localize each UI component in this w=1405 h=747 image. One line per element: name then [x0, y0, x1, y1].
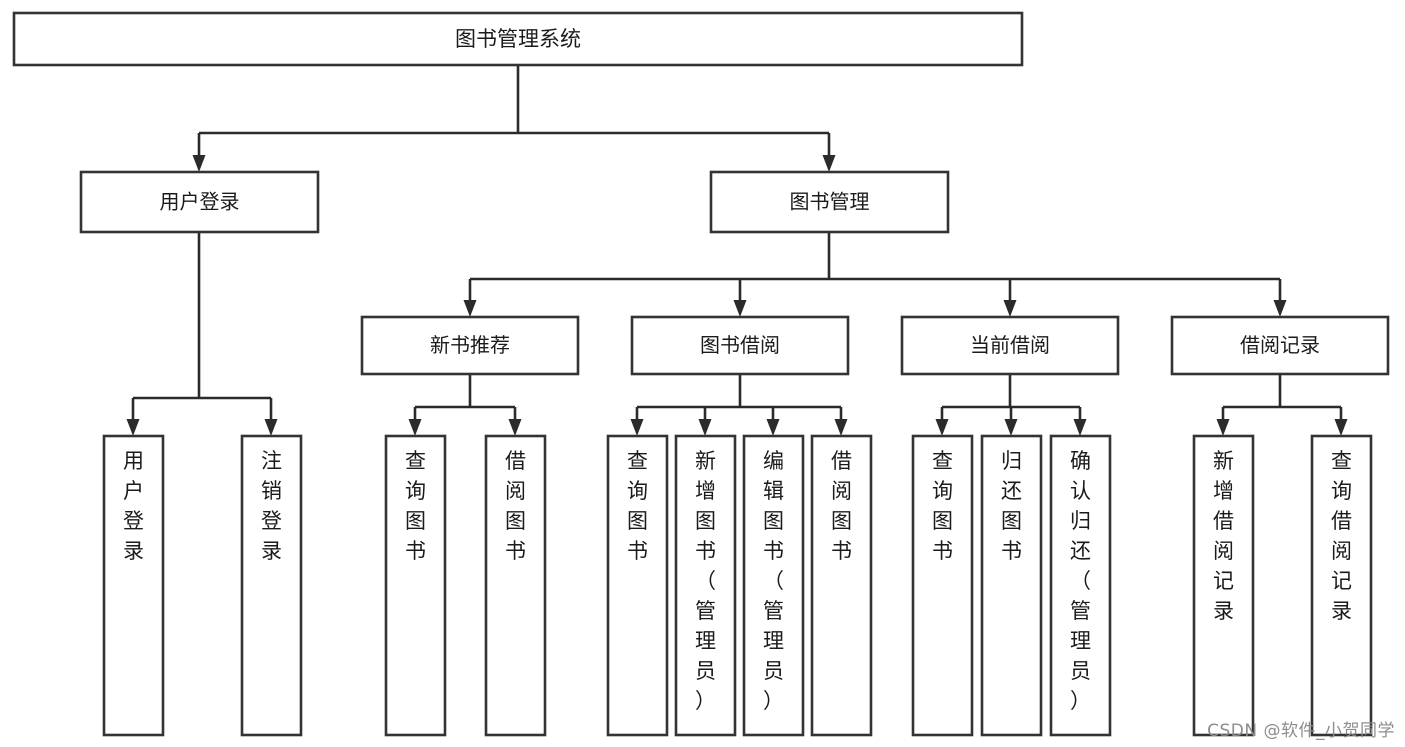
node-leaf-borrow-book-2-box: [810, 434, 873, 737]
node-leaf-query-record[interactable]: 查询借阅记录: [1310, 434, 1373, 737]
node-leaf-query-record-label: 查询借阅记录: [1331, 449, 1352, 623]
node-current-borrow-label: 当前借阅: [970, 333, 1050, 357]
node-leaf-edit-book[interactable]: 编辑图书（管理员）: [742, 434, 805, 737]
node-leaf-query-book-1[interactable]: 查询图书: [384, 434, 447, 737]
node-leaf-add-record-box: [1192, 434, 1255, 737]
node-leaf-user-login-box: [102, 434, 165, 737]
node-new-book-recommend-label: 新书推荐: [430, 333, 510, 357]
node-user-login-label: 用户登录: [160, 190, 240, 214]
node-leaf-user-login[interactable]: 用户登录: [102, 434, 165, 737]
node-current-borrow-box: [900, 315, 1120, 376]
node-leaf-add-record[interactable]: 新增借阅记录: [1192, 434, 1255, 737]
node-leaf-logout-box: [240, 434, 303, 737]
node-leaf-borrow-book-1[interactable]: 借阅图书: [484, 434, 547, 737]
node-leaf-edit-book-label: 编辑图书（管理员）: [763, 449, 784, 713]
node-book-management-label: 图书管理: [790, 190, 870, 214]
node-leaf-user-login-label: 用户登录: [123, 449, 144, 563]
node-book-management[interactable]: 图书管理: [709, 170, 950, 234]
node-current-borrow[interactable]: 当前借阅: [900, 315, 1120, 376]
connector-bookborrow-to-leaves: [630, 374, 848, 436]
node-leaf-query-book-2[interactable]: 查询图书: [606, 434, 669, 737]
node-leaf-confirm-return[interactable]: 确认归还（管理员）: [1049, 434, 1112, 737]
node-leaf-edit-book-box: [742, 434, 805, 737]
node-book-borrow-label: 图书借阅: [700, 333, 780, 357]
connector-currentborrow-to-leaves: [935, 374, 1087, 436]
node-leaf-return-book[interactable]: 归还图书: [980, 434, 1043, 737]
node-book-management-box: [709, 170, 950, 234]
node-leaf-query-record-box: [1310, 434, 1373, 737]
node-borrow-record-label: 借阅记录: [1240, 333, 1320, 357]
node-user-login-box: [79, 170, 320, 234]
node-leaf-query-book-3-box: [911, 434, 974, 737]
node-leaf-add-book-label: 新增图书（管理员）: [695, 449, 716, 713]
node-root-system-box: [12, 11, 1024, 67]
node-leaf-query-book-2-label: 查询图书: [627, 449, 648, 563]
node-root-system-label: 图书管理系统: [455, 27, 581, 51]
node-layer: 图书管理系统用户登录图书管理新书推荐图书借阅当前借阅借阅记录用户登录注销登录查询…: [12, 11, 1390, 737]
node-leaf-borrow-book-2[interactable]: 借阅图书: [810, 434, 873, 737]
node-leaf-logout[interactable]: 注销登录: [240, 434, 303, 737]
node-leaf-query-book-1-box: [384, 434, 447, 737]
connector-bookmgmt-to-level2: [463, 232, 1287, 317]
node-leaf-return-book-box: [980, 434, 1043, 737]
node-borrow-record-box: [1170, 315, 1390, 376]
node-leaf-borrow-book-1-box: [484, 434, 547, 737]
node-leaf-confirm-return-box: [1049, 434, 1112, 737]
node-borrow-record[interactable]: 借阅记录: [1170, 315, 1390, 376]
connector-borrowrecord-to-leaves: [1216, 374, 1348, 436]
node-leaf-return-book-label: 归还图书: [1001, 449, 1022, 563]
node-leaf-add-book-box: [674, 434, 737, 737]
node-leaf-query-book-3[interactable]: 查询图书: [911, 434, 974, 737]
node-leaf-logout-label: 注销登录: [261, 449, 282, 563]
node-user-login[interactable]: 用户登录: [79, 170, 320, 234]
node-new-book-recommend[interactable]: 新书推荐: [360, 315, 580, 376]
node-leaf-add-book[interactable]: 新增图书（管理员）: [674, 434, 737, 737]
node-leaf-query-book-3-label: 查询图书: [932, 449, 953, 563]
node-leaf-confirm-return-label: 确认归还（管理员）: [1070, 449, 1091, 713]
node-new-book-recommend-box: [360, 315, 580, 376]
node-book-borrow[interactable]: 图书借阅: [630, 315, 850, 376]
connector-layer: [126, 65, 1348, 436]
node-leaf-borrow-book-2-label: 借阅图书: [831, 449, 852, 563]
node-root-system[interactable]: 图书管理系统: [12, 11, 1024, 67]
node-leaf-borrow-book-1-label: 借阅图书: [505, 449, 526, 563]
node-leaf-add-record-label: 新增借阅记录: [1213, 449, 1234, 623]
connector-root-to-level1: [192, 65, 836, 172]
connector-userlogin-to-leaves: [126, 232, 278, 436]
node-leaf-query-book-1-label: 查询图书: [405, 449, 426, 563]
connector-newbook-to-leaves: [408, 374, 522, 436]
node-leaf-query-book-2-box: [606, 434, 669, 737]
node-book-borrow-box: [630, 315, 850, 376]
